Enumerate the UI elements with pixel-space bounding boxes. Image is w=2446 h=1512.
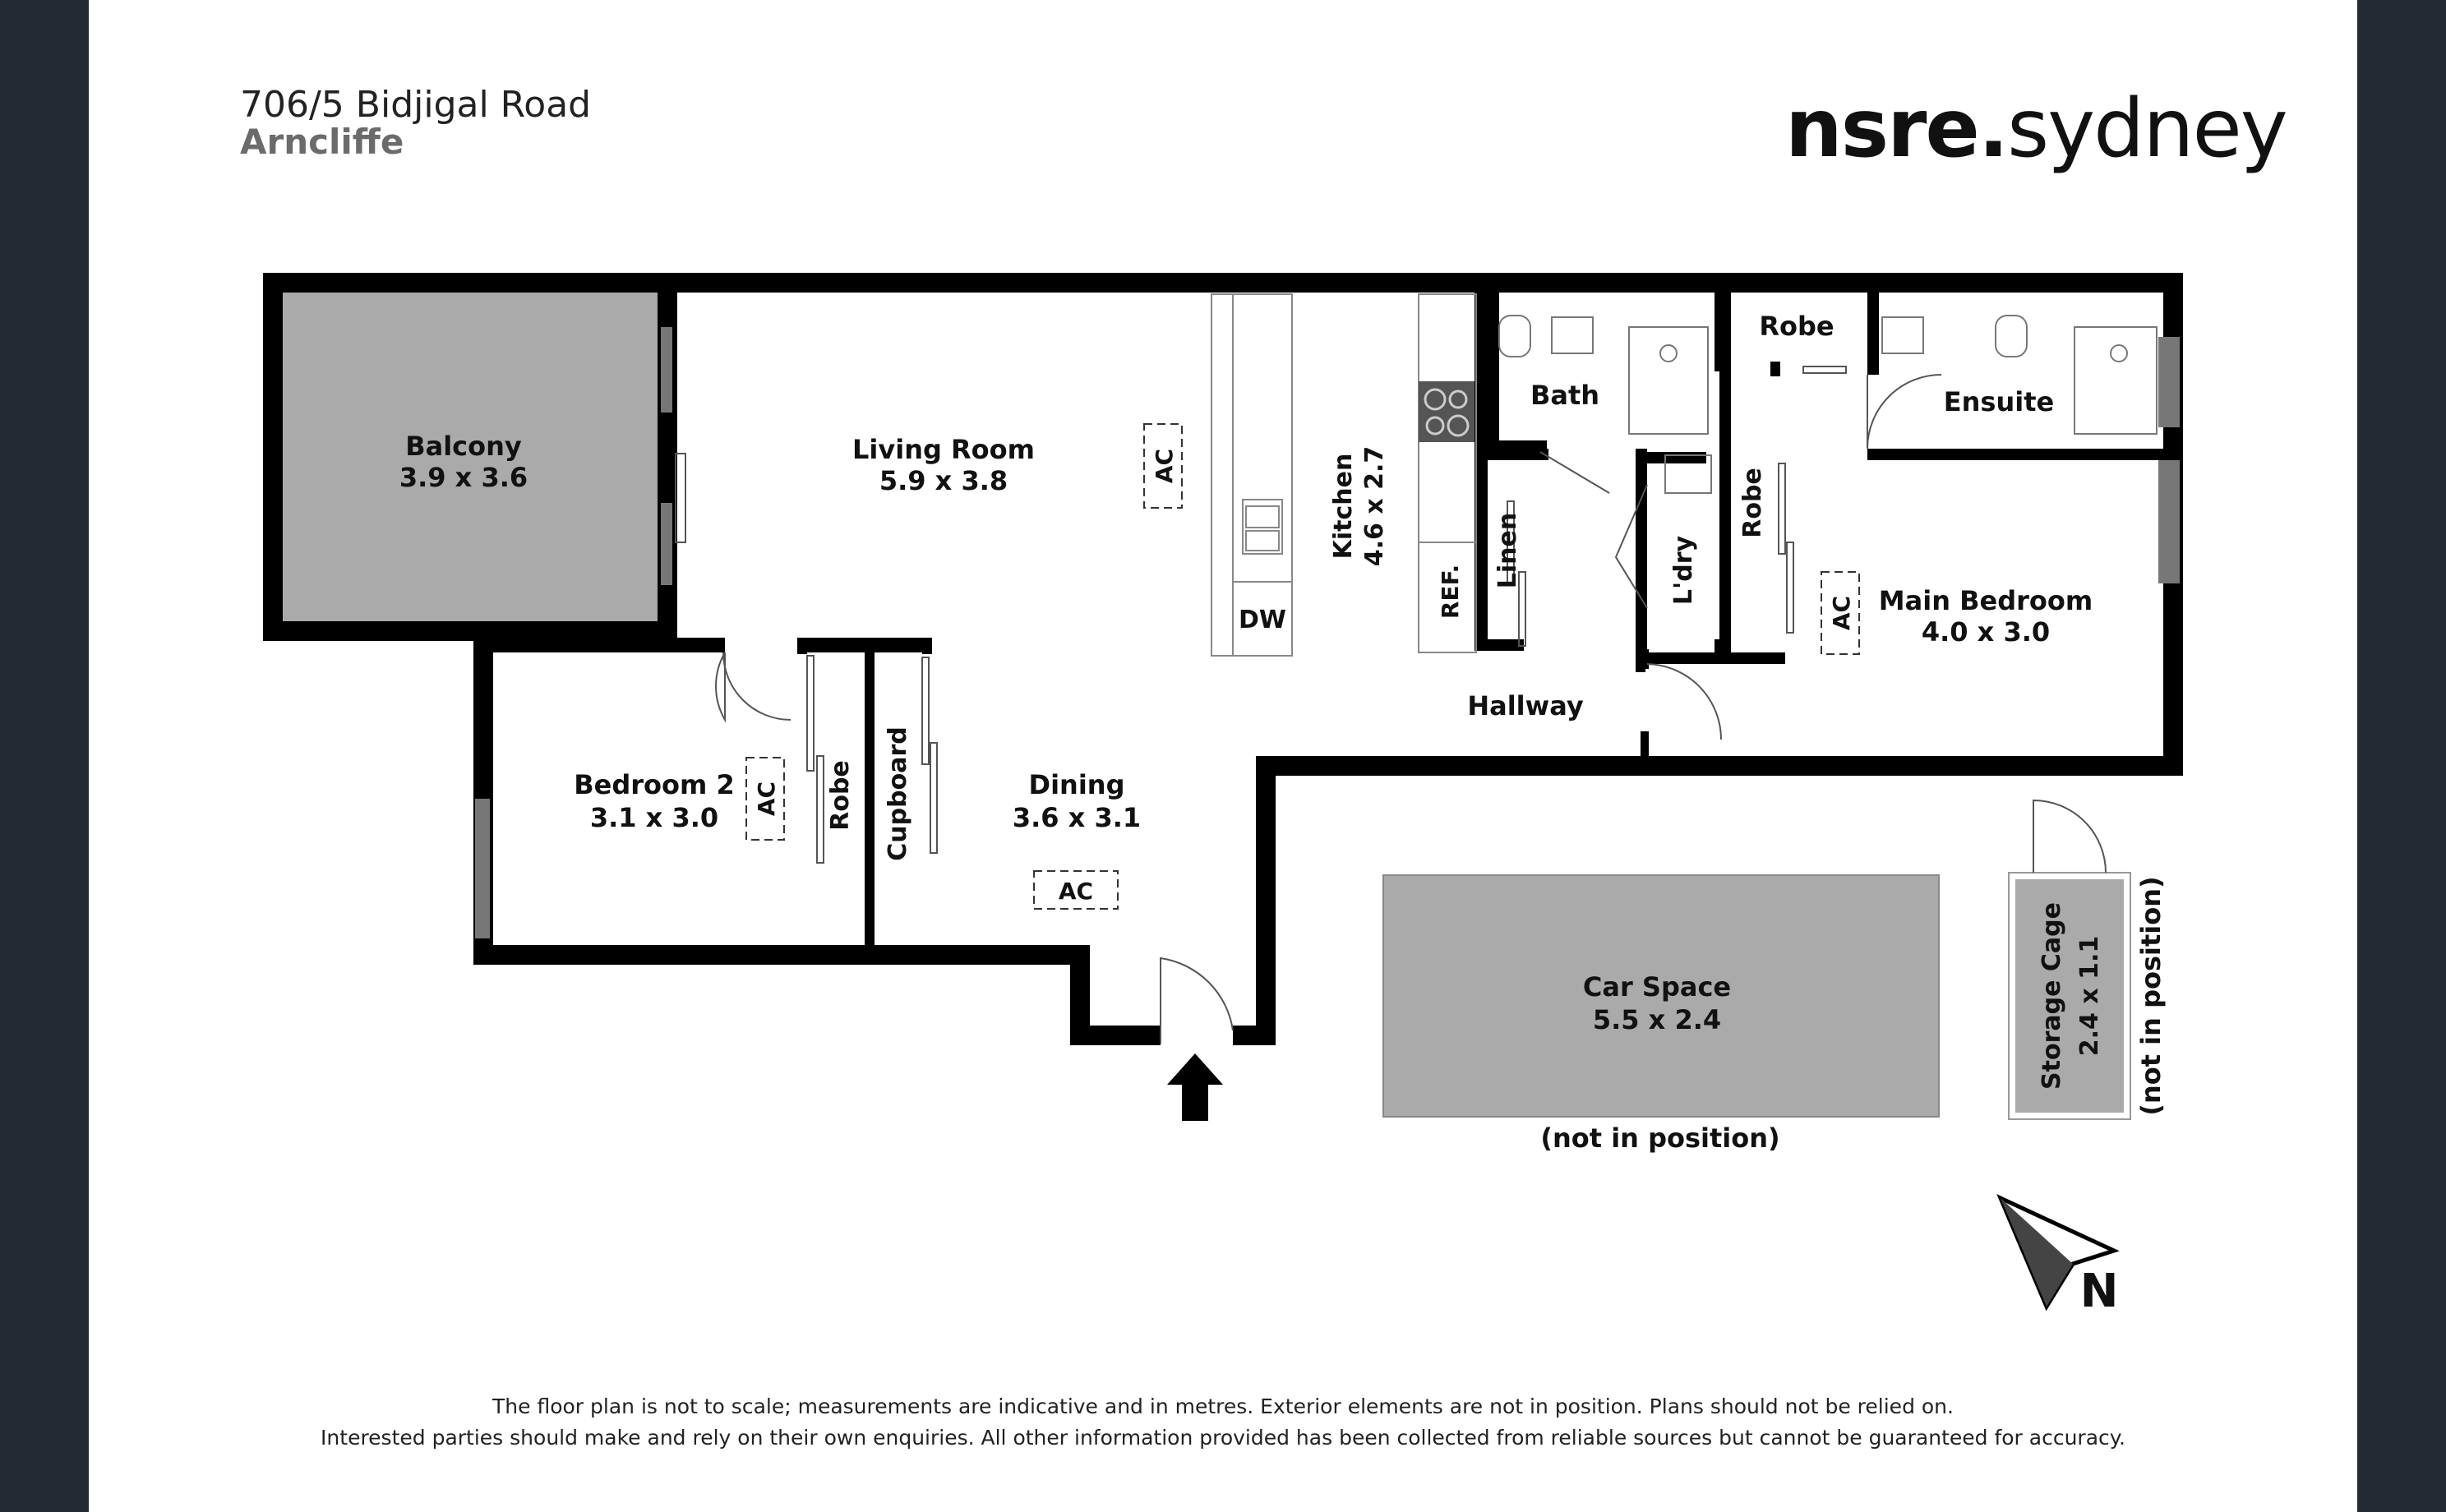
car-space-note: (not in position) [1540,1122,1779,1154]
cooktop [1419,381,1475,442]
compass-n-label: N [2080,1265,2119,1318]
fridge-label: REF. [1437,565,1464,619]
car-space-dims: 5.5 x 2.4 [1593,1004,1721,1035]
kitchen-bench [1211,293,1477,657]
main-bedroom-label: Main Bedroom [1879,585,2093,616]
kitchen-dims: 4.6 x 2.7 [1360,446,1389,567]
ac-label-main-bedroom: AC [1828,596,1855,630]
living-room-label: Living Room [852,434,1035,465]
windows [475,327,2180,938]
bathroom-fixtures [1498,315,2158,494]
bath-label: Bath [1530,380,1599,411]
ac-label-living: AC [1151,449,1178,483]
north-compass-icon [1996,1194,2120,1311]
ac-units [745,423,1860,910]
room-labels: Balcony 3.9 x 3.6 Living Room 5.9 x 3.8 … [399,311,2167,1318]
hallway-label: Hallway [1467,690,1583,721]
dining-label: Dining [1029,769,1125,800]
balcony-dims: 3.9 x 3.6 [399,462,528,493]
address-line-1: 706/5 Bidjigal Road [240,84,592,126]
robe-main-label: Robe [1738,468,1767,538]
linen-label: Linen [1493,513,1522,588]
ac-label-dining: AC [1059,878,1093,905]
door-swings [715,366,2107,1044]
balcony-floor [275,293,658,621]
wardrobe-sliders [806,463,1794,864]
storage-cage-label: Storage Cage [2038,902,2066,1090]
agency-logo: nsre.sydney [1785,82,2288,176]
disclaimer-line-1: The floor plan is not to scale; measurem… [492,1394,1954,1418]
dishwasher-label: DW [1239,606,1286,634]
bedroom2-label: Bedroom 2 [574,769,735,800]
bedroom2-dims: 3.1 x 3.0 [590,802,718,833]
storage-cage-outline [2008,872,2131,1120]
cupboard-label: Cupboard [884,726,912,860]
ac-label-bedroom2: AC [753,781,780,816]
storage-cage-floor [2015,879,2124,1113]
kitchen-label: Kitchen [1329,454,1358,560]
sliding-door-balcony [675,453,686,543]
entry-arrow-icon [1167,1053,1223,1121]
ensuite-label: Ensuite [1944,386,2054,417]
main-bedroom-dims: 4.0 x 3.0 [1922,616,2050,648]
logo-light-text: sydney [2007,82,2288,176]
laundry-label: L'dry [1669,536,1698,606]
robe-bed2-label: Robe [826,760,855,831]
car-space-label: Car Space [1583,971,1731,1003]
address-line-2: Arncliffe [240,122,404,162]
disclaimer-line-2: Interested parties should make and rely … [321,1426,2125,1450]
storage-cage-dims: 2.4 x 1.1 [2075,936,2104,1057]
car-space-floor [1382,874,1940,1118]
robe-top-label: Robe [1759,311,1834,342]
dining-dims: 3.6 x 3.1 [1013,802,1141,833]
balcony-label: Balcony [405,431,522,462]
logo-bold-text: nsre. [1785,82,2009,176]
living-room-dims: 5.9 x 3.8 [879,465,1008,496]
storage-cage-note: (not in position) [2135,876,2167,1115]
